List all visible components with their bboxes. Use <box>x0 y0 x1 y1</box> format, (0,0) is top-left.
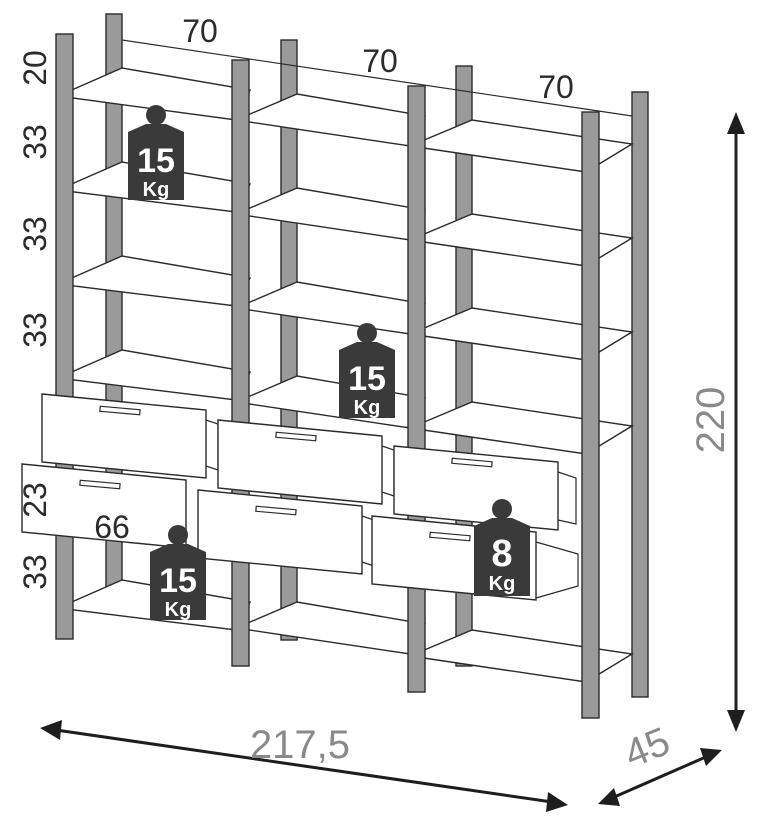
module-width-label: 70 <box>538 69 574 105</box>
drawer <box>197 489 363 575</box>
top-back-rail <box>121 39 633 117</box>
tag-hook-icon <box>168 525 188 545</box>
load-value: 15 <box>159 562 197 600</box>
load-value: 8 <box>491 533 512 575</box>
shelf <box>233 375 427 429</box>
shelf <box>407 401 635 455</box>
drawer-height-label: 23 <box>17 482 53 518</box>
module-width-label: 70 <box>362 43 398 79</box>
gap-label: 33 <box>17 216 53 252</box>
tag-hook-icon <box>357 323 377 343</box>
shelf <box>407 213 635 267</box>
shelf <box>233 187 427 241</box>
drawer-handle <box>255 505 297 516</box>
total-width-arrow <box>40 720 568 812</box>
gap-label: 33 <box>17 554 53 590</box>
shelf <box>233 93 427 147</box>
depth-label: 45 <box>618 719 676 776</box>
back-post-4 <box>631 91 649 698</box>
drawer-runner <box>557 471 577 525</box>
arrow-up-right-icon <box>700 748 722 766</box>
arrow-down-left-icon <box>598 788 620 806</box>
tag-hook-icon <box>146 105 166 125</box>
drawer <box>217 419 383 505</box>
tag-hook-icon <box>492 499 512 519</box>
arrow-left-icon <box>40 720 62 740</box>
arrow-right-icon <box>546 792 568 812</box>
load-tag-top-left: 15 Kg <box>128 105 184 201</box>
drawer-handle <box>79 479 121 490</box>
shelf <box>407 307 635 361</box>
drawer-runner <box>381 445 395 497</box>
gap-label: 33 <box>17 312 53 348</box>
drawer-handle <box>275 431 317 442</box>
drawer-handle <box>451 457 493 468</box>
drawer-runner <box>535 541 579 599</box>
total-width-label: 217,5 <box>250 723 350 767</box>
load-unit: Kg <box>354 397 381 419</box>
weight-tag-icon <box>150 544 206 620</box>
total-height-label: 220 <box>689 387 733 454</box>
drawer-handle <box>99 405 141 416</box>
front-post-2 <box>231 59 250 667</box>
weight-tag-icon <box>128 124 184 200</box>
drawer-handle <box>429 531 471 542</box>
shelf <box>233 601 427 655</box>
gap-label: 20 <box>17 50 53 86</box>
shelf <box>55 349 252 401</box>
load-tag-bottom-right: 8 Kg <box>474 499 530 596</box>
load-value: 15 <box>137 142 175 180</box>
gap-label: 33 <box>17 124 53 160</box>
shelf <box>233 281 427 335</box>
load-unit: Kg <box>165 599 192 621</box>
total-height-arrow <box>727 112 745 732</box>
arrow-down-icon <box>727 710 745 732</box>
drawer <box>41 393 207 479</box>
drawer-runner <box>205 419 219 471</box>
load-unit: Kg <box>489 573 516 595</box>
front-post-3 <box>407 85 426 693</box>
load-unit: Kg <box>143 179 170 201</box>
weight-tag-icon <box>474 518 530 596</box>
module-width-label: 70 <box>182 13 218 49</box>
load-value: 15 <box>348 360 386 398</box>
depth-arrow <box>598 748 722 806</box>
shelf <box>55 67 252 121</box>
drawer-width-label: 66 <box>94 509 130 545</box>
shelf <box>55 255 252 307</box>
shelf <box>407 119 635 173</box>
load-tag-middle: 15 Kg <box>339 323 395 419</box>
front-post-4 <box>581 111 600 719</box>
arrow-up-icon <box>727 112 745 134</box>
load-tag-bottom-left: 15 Kg <box>150 525 206 621</box>
drawers <box>21 393 579 601</box>
drawer <box>393 445 559 531</box>
shelf <box>407 629 635 683</box>
front-post-1 <box>55 33 74 640</box>
weight-tag-icon <box>339 342 395 418</box>
